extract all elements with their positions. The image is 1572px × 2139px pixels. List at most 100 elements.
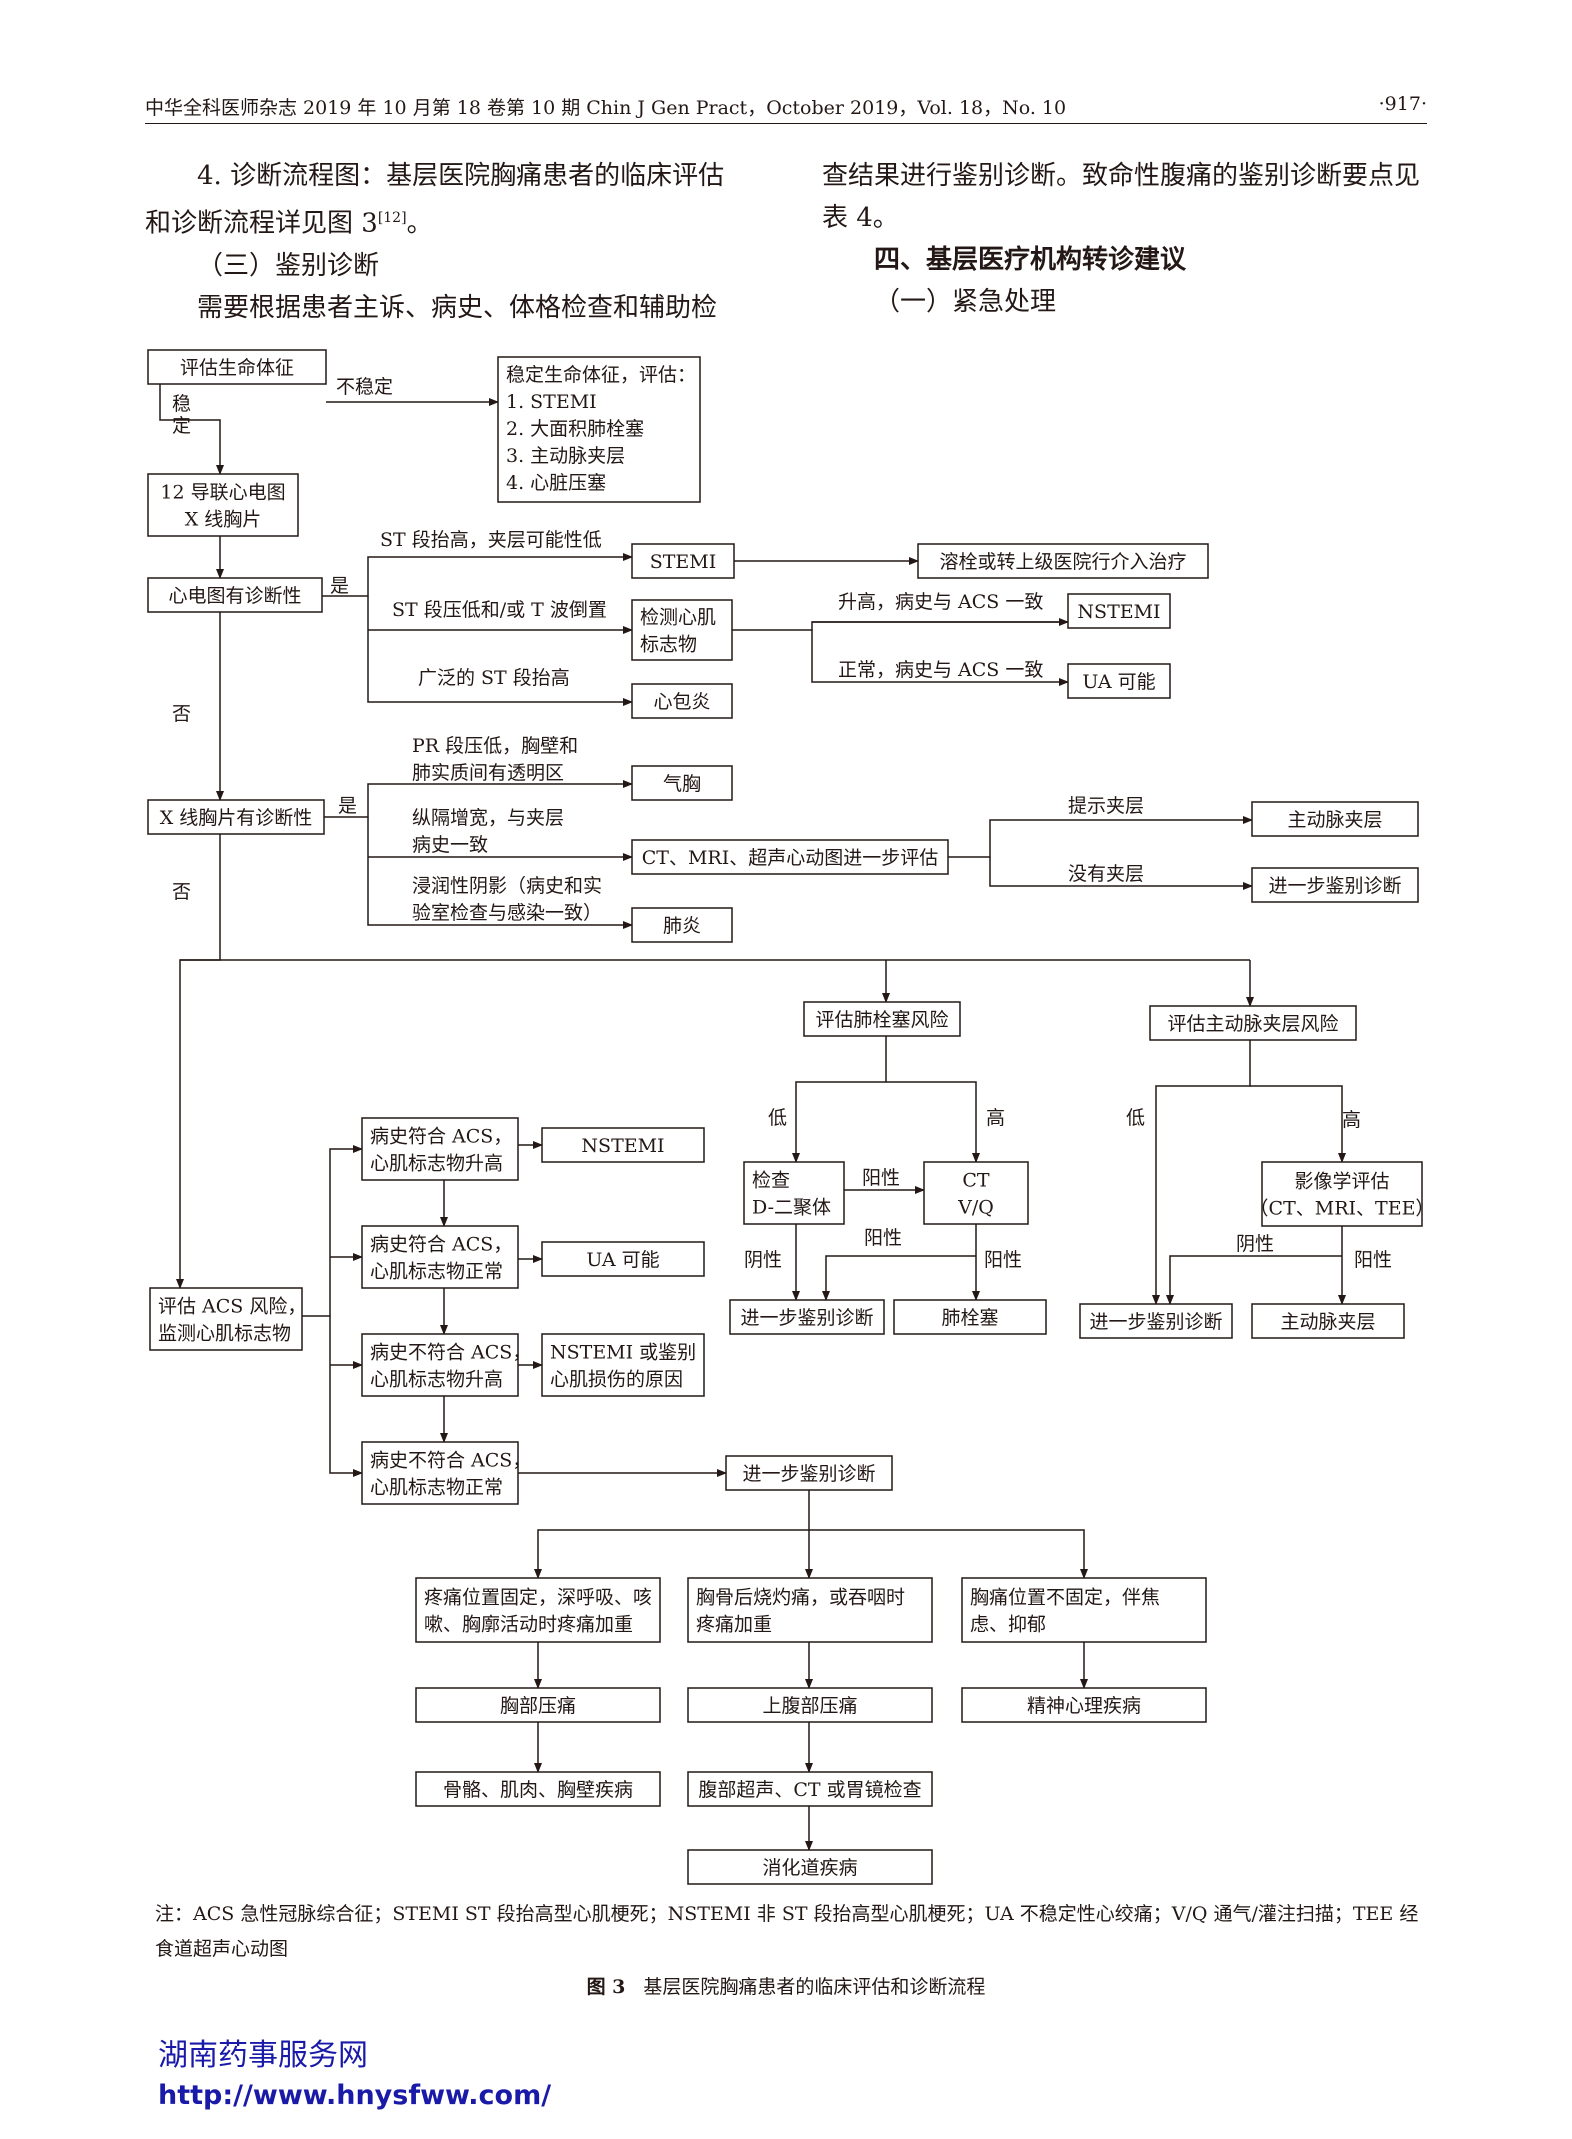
- flow-box-abd-tender: [687, 1687, 933, 1723]
- citation: [12]: [377, 210, 407, 226]
- edge-label-high: 高: [1342, 1109, 1361, 1131]
- flow-box-text-further2: 进一步鉴别诊断: [740, 1307, 873, 1329]
- flow-box-text-further3: 进一步鉴别诊断: [1089, 1311, 1222, 1333]
- flow-box-msk: [415, 1771, 661, 1807]
- edge-label-pr: PR 段压低，胸壁和肺实质间有透明区: [412, 735, 578, 784]
- edge-label-st-elev: ST 段抬高，夹层可能性低: [380, 529, 602, 551]
- flow-connector: [792, 1036, 887, 1163]
- flow-connector: [534, 1490, 810, 1579]
- flow-box-ctvq: [923, 1161, 1029, 1225]
- flow-box-c3: [961, 1577, 1207, 1643]
- flow-box-text-ua: UA 可能: [1082, 671, 1155, 693]
- flow-box-h1: [361, 1117, 519, 1181]
- paragraph-continued: 查结果进行鉴别诊断。致命性腹痛的鉴别诊断要点见表 4。: [822, 161, 1421, 233]
- paragraph-differential: 需要根据患者主诉、病史、体格检查和辅助检: [197, 292, 718, 323]
- edge-label-yes: 是: [338, 795, 357, 817]
- flow-connector: [732, 621, 1068, 631]
- flow-box-text-stemi: STEMI: [650, 551, 717, 573]
- edge-label-negative: 阴性: [1236, 1233, 1274, 1255]
- flow-box-text-msk: 骨骼、肌肉、胸壁疾病: [443, 1779, 633, 1801]
- flow-connector: [1166, 1255, 1342, 1305]
- edge-label-stable: 稳定: [172, 393, 191, 437]
- flow-box-psych: [961, 1687, 1207, 1723]
- edge-label-suggest-dissect: 提示夹层: [1068, 795, 1144, 817]
- flow-box-text-c3: 胸痛位置不固定，伴焦虑、抑郁: [970, 1587, 1160, 1636]
- edge-label-mediast: 纵隔增宽，与夹层病史一致: [412, 807, 564, 856]
- flow-connector: [329, 1316, 363, 1477]
- edge-label-positive: 阳性: [1354, 1249, 1392, 1271]
- flow-connector: [1152, 1040, 1251, 1305]
- edge-label-no: 否: [172, 703, 191, 725]
- flow-box-text-imaging: 影像学评估（CT、MRI、TEE）: [1250, 1171, 1435, 1220]
- flow-box-text-pe-risk: 评估肺栓塞风险: [815, 1009, 948, 1031]
- flow-box-further2: [729, 1299, 885, 1335]
- edge-label-wide-st: 广泛的 ST 段抬高: [418, 667, 570, 689]
- flow-box-abd-exam: [687, 1771, 933, 1807]
- flow-connector: [809, 1529, 1088, 1579]
- flow-connector: [1250, 1085, 1346, 1163]
- flow-box-aortic1: [1251, 801, 1419, 837]
- subheading-urgent: （一）紧急处理: [874, 287, 1057, 317]
- flow-box-text-nstemi: NSTEMI: [1077, 601, 1160, 623]
- flow-box-text-c1: 疼痛位置固定，深呼吸、咳嗽、胸廓活动时疼痛加重: [424, 1587, 652, 1636]
- flow-box-text-abd-exam: 腹部超声、CT 或胃镜检查: [698, 1779, 921, 1801]
- edge-label-negative: 阴性: [744, 1249, 782, 1271]
- flow-box-text-aortic1: 主动脉夹层: [1287, 809, 1382, 831]
- flow-box-text-c2: 胸骨后烧灼痛，或吞咽时疼痛加重: [696, 1587, 905, 1636]
- flow-box-pe: [893, 1299, 1047, 1335]
- flow-box-text-marker: 检测心肌标志物: [640, 607, 716, 656]
- edge-label-low: 低: [768, 1107, 787, 1129]
- running-header: 中华全科医师杂志 2019 年 10 月第 18 卷第 10 期 Chin J …: [145, 93, 1427, 124]
- flow-connector: [822, 1255, 976, 1301]
- flow-box-ecg-dx: [147, 577, 323, 613]
- subheading-differential: （三）鉴别诊断: [197, 250, 380, 281]
- flow-box-c1: [415, 1577, 661, 1643]
- flow-box-ua: [1067, 663, 1171, 699]
- flow-box-text-h3r: NSTEMI 或鉴别心肌损伤的原因: [550, 1342, 696, 1391]
- flow-connector: [989, 857, 1253, 890]
- flow-box-text-vitals: 评估生命体征: [180, 357, 294, 379]
- watermark-url: http://www.hnysfww.com/: [158, 2080, 552, 2111]
- flow-box-text-h4: 病史不符合 ACS，心肌标志物正常: [370, 1450, 531, 1499]
- page-number: ·917·: [1378, 93, 1427, 115]
- edge-label-yes: 是: [330, 575, 349, 597]
- flow-box-gi: [687, 1849, 933, 1885]
- edge-label-high: 高: [986, 1107, 1005, 1129]
- flow-box-text-aortic2: 主动脉夹层: [1280, 1311, 1375, 1333]
- flow-box-text-pe: 肺栓塞: [941, 1307, 998, 1329]
- flow-box-text-gi: 消化道疾病: [762, 1857, 857, 1879]
- flow-box-acs-risk: [149, 1287, 303, 1351]
- flow-box-pericarditis: [631, 683, 733, 719]
- flow-connector: [886, 1081, 980, 1163]
- flow-box-further4: [725, 1455, 893, 1491]
- edge-label-rise: 升高，病史与 ACS 一致: [838, 591, 1043, 613]
- figure-note: 注：ACS 急性冠脉综合征；STEMI ST 段抬高型心肌梗死；NSTEMI 非…: [155, 1903, 1419, 1960]
- paragraph-diagnosis-flow: 4. 诊断流程图：基层医院胸痛患者的临床评估和诊断流程详见图 3[12]。: [145, 161, 725, 239]
- flow-box-marker: [631, 599, 733, 661]
- flow-connector: [322, 553, 633, 597]
- flow-box-text-pneumonia: 肺炎: [663, 915, 701, 937]
- flow-box-text-pericarditis: 心包炎: [653, 691, 710, 713]
- flow-box-text-xray-dx: X 线胸片有诊断性: [160, 807, 313, 829]
- flow-box-text-ad-risk: 评估主动脉夹层风险: [1167, 1013, 1338, 1035]
- flow-connector: [948, 816, 1253, 858]
- edge-label-positive: 阳性: [864, 1227, 902, 1249]
- flow-box-text-h3: 病史不符合 ACS，心肌标志物升高: [370, 1342, 531, 1391]
- flow-connector: [367, 596, 633, 706]
- flow-box-vitals: [147, 349, 327, 385]
- edge-label-st-dep: ST 段压低和/或 T 波倒置: [392, 599, 607, 621]
- flow-box-text-further1: 进一步鉴别诊断: [1268, 875, 1401, 897]
- watermark-name: 湖南药事服务网: [158, 2038, 368, 2073]
- flow-box-h3: [361, 1333, 519, 1397]
- edge-label-infil: 浸润性阴影（病史和实验室检查与感染一致）: [412, 875, 602, 924]
- flow-box-ecg12: [147, 473, 299, 537]
- flow-box-xray-dx: [147, 799, 325, 835]
- journal-header: 中华全科医师杂志 2019 年 10 月第 18 卷第 10 期 Chin J …: [145, 97, 1067, 119]
- flow-box-thromb: [917, 543, 1209, 579]
- flow-connector: [811, 630, 1069, 686]
- flow-connector: [367, 817, 633, 929]
